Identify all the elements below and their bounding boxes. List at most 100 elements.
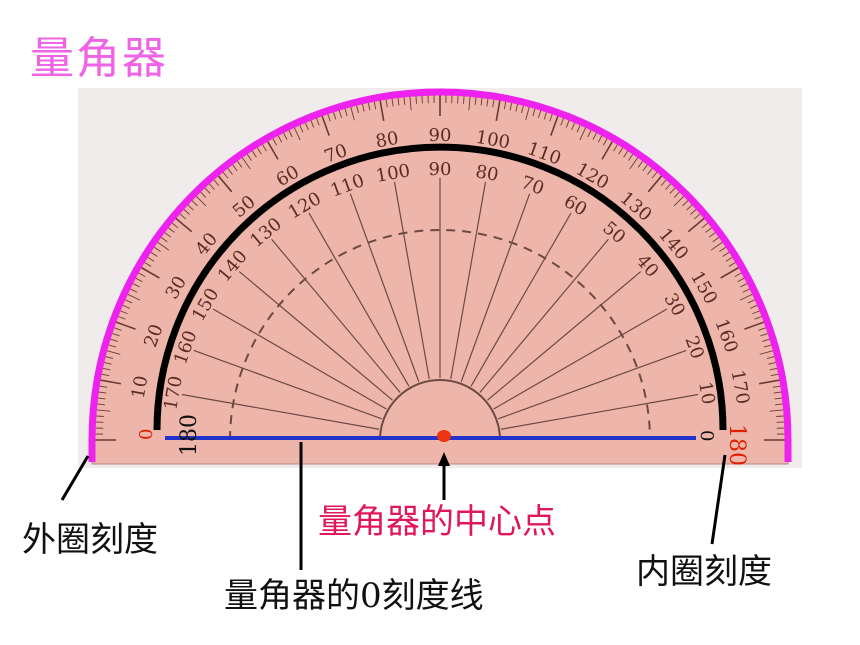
scale-tick: [95, 409, 111, 412]
scale-tick: [391, 97, 394, 107]
scale-tick: [266, 139, 279, 160]
scale-tick: [579, 126, 587, 141]
scale-tick: [199, 190, 207, 198]
scale-number: 10: [128, 374, 153, 400]
degree-ray: [349, 193, 420, 382]
scale-tick: [178, 212, 186, 220]
scale-tick: [403, 95, 406, 105]
scale-tick: [373, 100, 377, 110]
scale-tick: [152, 246, 161, 252]
scale-tick: [642, 163, 649, 172]
scale-tick: [560, 116, 565, 126]
scale-tick: [134, 277, 143, 283]
scale-tick: [592, 131, 598, 140]
scale-tick: [163, 231, 172, 238]
scale-tick: [126, 293, 141, 301]
center-semicircle: [379, 379, 501, 441]
dashed-inner-arc: [229, 229, 651, 441]
center-point-label: 量角器的中心点: [318, 502, 556, 542]
outer-scale-highlight: [88, 88, 792, 462]
scale-tick: [775, 403, 785, 406]
scale-tick: [159, 236, 168, 243]
scale-tick: [190, 199, 198, 207]
zero-line-label: 量角器的0刻度线: [224, 576, 484, 616]
scale-tick: [107, 344, 117, 348]
scale-tick: [385, 98, 388, 108]
scale-tick: [710, 241, 724, 251]
scale-tick: [525, 105, 530, 121]
scale-tick: [769, 409, 785, 412]
scale-tick: [108, 338, 118, 342]
scale-tick: [769, 367, 779, 371]
scale-tick: [772, 385, 782, 388]
scale-tick: [99, 379, 122, 385]
scale-tick: [143, 261, 152, 267]
scale-tick: [98, 385, 108, 388]
scale-tick: [298, 123, 304, 133]
scale-tick: [102, 361, 112, 365]
scale-tick: [613, 143, 619, 152]
scale-tick: [687, 216, 706, 233]
scale-tick: [725, 256, 734, 262]
scale-number: 80: [474, 161, 500, 186]
inner-zero-mark: 0: [696, 430, 717, 441]
scale-tick: [379, 99, 385, 122]
scale-tick: [139, 266, 160, 279]
scale-tick: [623, 149, 629, 158]
scale-tick: [647, 174, 664, 193]
degree-ray: [393, 181, 430, 380]
scale-tick: [326, 112, 331, 122]
scale-tick: [277, 134, 283, 143]
scale-tick: [170, 221, 179, 229]
scale-tick: [708, 231, 717, 238]
scale-ticks: [94, 94, 786, 441]
scale-tick: [241, 156, 251, 170]
scale-tick: [587, 128, 593, 138]
scale-tick: [647, 167, 654, 175]
scale-tick: [282, 131, 288, 140]
degree-ray: [271, 238, 401, 393]
degree-ray: [470, 212, 572, 387]
degree-ray: [308, 212, 410, 387]
scale-tick: [760, 332, 770, 337]
scale-tick: [734, 271, 743, 278]
scale-tick: [146, 256, 155, 262]
scale-tick: [629, 156, 639, 170]
scale-number: 10: [694, 380, 719, 406]
scale-tick: [101, 367, 111, 371]
scale-tick: [660, 178, 668, 186]
scale-tick: [763, 344, 773, 348]
scale-tick: [112, 326, 122, 331]
scale-tick: [149, 251, 158, 257]
scale-tick: [550, 114, 560, 136]
scale-tick: [110, 332, 120, 337]
pointer-outer-scale: [60, 455, 90, 501]
scale-tick: [95, 403, 105, 406]
scale-tick: [601, 139, 614, 160]
scale-tick: [758, 326, 768, 331]
scale-tick: [174, 216, 193, 233]
degree-ray: [498, 349, 687, 420]
inner-180-mark: 180: [177, 414, 202, 456]
scale-tick: [486, 97, 489, 107]
scale-tick: [463, 94, 465, 104]
page-title: 量角器: [30, 33, 168, 84]
scale-tick: [367, 101, 371, 111]
scale-tick: [492, 98, 495, 108]
scale-tick: [686, 203, 694, 211]
scale-tick: [728, 261, 737, 267]
degree-ray: [212, 308, 387, 410]
scale-tick: [332, 110, 337, 120]
scale-tick: [565, 119, 571, 128]
scale-tick: [226, 167, 233, 175]
scale-tick: [309, 119, 315, 128]
scale-tick: [97, 391, 107, 394]
scale-tick: [770, 373, 780, 377]
scale-tick: [293, 126, 301, 141]
scale-tick: [628, 152, 634, 161]
scale-tick: [742, 287, 752, 293]
scale-tick: [123, 298, 133, 304]
scale-tick: [480, 96, 483, 106]
scale-tick: [137, 271, 146, 278]
